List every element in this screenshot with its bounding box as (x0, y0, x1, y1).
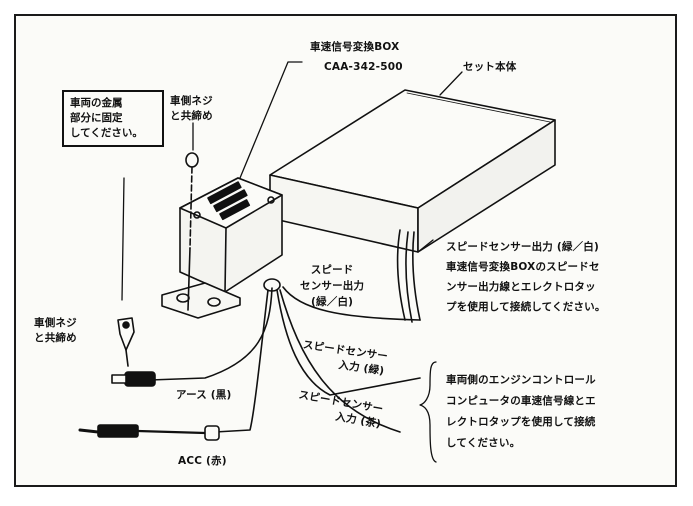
speed-out-desc-line-2: 車速信号変換BOXのスピードセ (446, 261, 600, 273)
vehicle-desc-line-2: コンピュータの車速信号線とエ (446, 395, 596, 407)
converter-title: 車速信号変換BOX (310, 41, 400, 53)
main-unit-label: セット本体 (463, 61, 517, 73)
vehicle-desc-line-4: してください。 (446, 437, 521, 449)
vehicle-desc-line-1: 車両側のエンジンコントロール (446, 374, 596, 386)
speed-out-description: スピードセンサー出力 (緑／白) 車速信号変換BOXのスピードセ ンサー出力線と… (446, 237, 606, 317)
screw-top-icon (185, 152, 199, 311)
converter-wires (149, 286, 421, 433)
screw-left-label: 車側ネジ と共締め (34, 316, 77, 345)
screw-top-label: 車側ネジ と共締め (170, 94, 213, 123)
speed-out-desc-line-4: プを使用して接続してください。 (446, 301, 606, 313)
acc-wire-label: ACC (赤) (178, 455, 227, 467)
main-unit-box (269, 89, 556, 253)
ground-connector (111, 371, 156, 387)
ground-wire-label: アース (黒) (176, 389, 232, 401)
converter-model: CAA-342-500 (324, 61, 403, 73)
screw-top-line-2: と共締め (170, 109, 213, 122)
speed-out-label: スピード センサー出力 (緑／白) (300, 262, 364, 310)
acc-connector (78, 424, 220, 441)
speed-out-desc-line-3: ンサー出力線とエレクトロタッ (446, 281, 596, 293)
leader-lines (121, 61, 463, 301)
vehicle-desc-line-3: レクトロタップを使用して接続 (446, 416, 596, 428)
ground-note-line-2: 部分に固定 (70, 112, 123, 124)
screw-left-line-1: 車側ネジ (34, 317, 77, 329)
vehicle-connection-description: 車両側のエンジンコントロール コンピュータの車速信号線とエ レクトロタップを使用… (446, 370, 596, 454)
speed-out-line-3: (緑／白) (311, 296, 354, 308)
vehicle-wire-brace (419, 361, 437, 463)
screw-top-line-1: 車側ネジ (170, 95, 213, 107)
converter-box (161, 177, 283, 319)
ground-note-line-1: 車両の金属 (70, 97, 123, 109)
main-unit-wires (396, 229, 421, 323)
speed-out-line-1: スピード (310, 264, 354, 276)
screw-left-line-2: と共締め (34, 331, 77, 344)
screw-left-icon (117, 317, 135, 367)
ground-note-box: 車両の金属 部分に固定 してください。 (62, 90, 164, 147)
speed-out-line-2: センサー出力 (300, 280, 365, 292)
speed-out-desc-line-1: スピードセンサー出力 (緑／白) (446, 241, 599, 253)
ground-note-line-3: してください。 (70, 127, 143, 139)
